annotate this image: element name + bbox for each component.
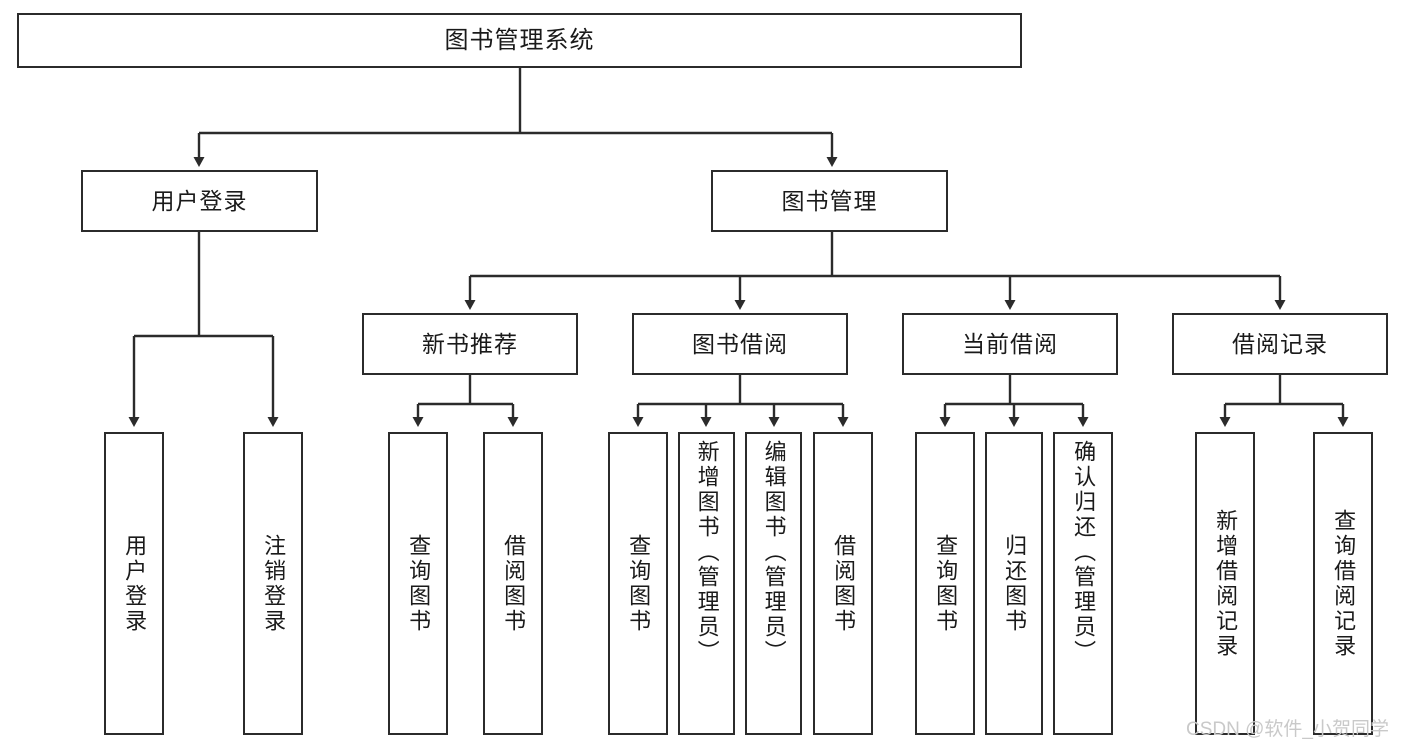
node-label: 查询图书 bbox=[933, 533, 959, 634]
leaf-borrow-borrow-book[interactable]: 借阅图书 bbox=[813, 432, 873, 735]
watermark: CSDN @软件_小贺同学 bbox=[1186, 719, 1389, 740]
node-label: 归还图书 bbox=[1002, 533, 1028, 634]
leaf-current-return-book[interactable]: 归还图书 bbox=[985, 432, 1043, 735]
node-borrow-record[interactable]: 借阅记录 bbox=[1172, 313, 1388, 375]
node-label: 新增图书（管理员） bbox=[694, 440, 720, 665]
leaf-record-query-record[interactable]: 查询借阅记录 bbox=[1313, 432, 1373, 735]
leaf-user-login-logout[interactable]: 注销登录 bbox=[243, 432, 303, 735]
node-label: 新增借阅记录 bbox=[1213, 508, 1239, 659]
node-label: 查询借阅记录 bbox=[1331, 508, 1357, 659]
node-label: 注销登录 bbox=[261, 533, 287, 634]
node-label: 借阅记录 bbox=[1232, 330, 1328, 357]
leaf-current-query-book[interactable]: 查询图书 bbox=[915, 432, 975, 735]
node-label: 用户登录 bbox=[151, 187, 248, 214]
node-user-login[interactable]: 用户登录 bbox=[81, 170, 318, 232]
leaf-user-login-login[interactable]: 用户登录 bbox=[104, 432, 164, 735]
leaf-current-confirm-return-admin[interactable]: 确认归还（管理员） bbox=[1053, 432, 1113, 735]
node-label: 编辑图书（管理员） bbox=[761, 440, 787, 665]
node-label: 图书借阅 bbox=[692, 330, 788, 357]
node-label: 借阅图书 bbox=[831, 533, 857, 634]
node-root-system[interactable]: 图书管理系统 bbox=[17, 13, 1022, 68]
leaf-recommend-borrow-book[interactable]: 借阅图书 bbox=[483, 432, 543, 735]
node-label: 当前借阅 bbox=[962, 330, 1058, 357]
node-label: 图书管理系统 bbox=[444, 26, 595, 54]
leaf-borrow-edit-book-admin[interactable]: 编辑图书（管理员） bbox=[745, 432, 802, 735]
leaf-recommend-query-book[interactable]: 查询图书 bbox=[388, 432, 448, 735]
node-label: 确认归还（管理员） bbox=[1071, 440, 1097, 665]
leaf-record-add-record[interactable]: 新增借阅记录 bbox=[1195, 432, 1255, 735]
node-label: 新书推荐 bbox=[422, 330, 518, 357]
node-book-management[interactable]: 图书管理 bbox=[711, 170, 948, 232]
node-book-borrow[interactable]: 图书借阅 bbox=[632, 313, 848, 375]
leaf-borrow-query-book[interactable]: 查询图书 bbox=[608, 432, 668, 735]
node-label: 借阅图书 bbox=[501, 533, 527, 634]
node-label: 用户登录 bbox=[122, 533, 148, 634]
node-new-book-recommend[interactable]: 新书推荐 bbox=[362, 313, 578, 375]
node-current-borrow[interactable]: 当前借阅 bbox=[902, 313, 1118, 375]
node-label: 查询图书 bbox=[626, 533, 652, 634]
leaf-borrow-add-book-admin[interactable]: 新增图书（管理员） bbox=[678, 432, 735, 735]
node-label: 图书管理 bbox=[781, 187, 878, 214]
node-label: 查询图书 bbox=[406, 533, 432, 634]
